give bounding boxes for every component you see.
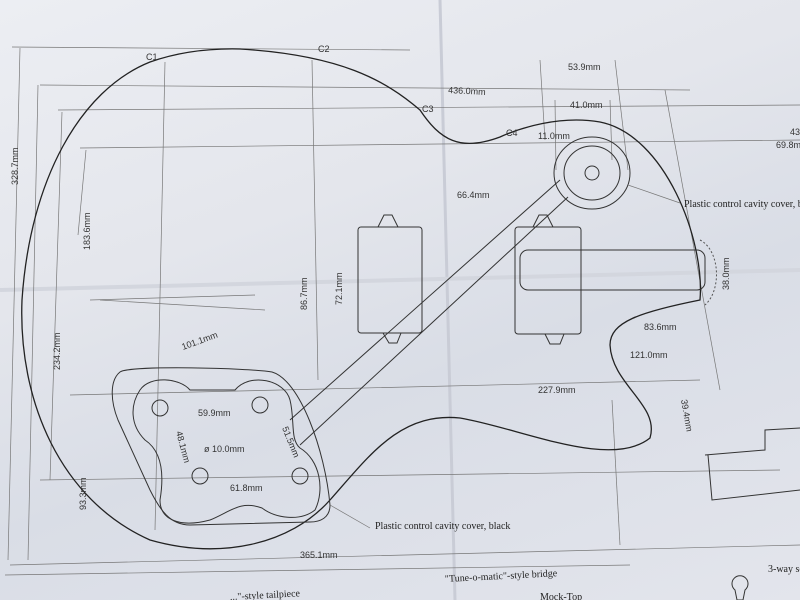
- upper-control-cavity: [553, 136, 681, 210]
- note-tailpiece: ..."-style tailpiece: [230, 588, 301, 600]
- note-bridge: "Tune-o-matic"-style bridge: [445, 568, 558, 585]
- body-outline: [21, 48, 702, 550]
- dim-365: 365.1mm: [300, 550, 338, 560]
- dim-11: 11.0mm: [538, 131, 570, 141]
- side-hardware: [704, 427, 800, 501]
- dim-234: 234.2mm: [52, 332, 62, 370]
- dim-39: 39.4mm: [679, 399, 694, 433]
- neck-pocket: [289, 179, 569, 446]
- paper-fold: [438, 0, 457, 600]
- dim-48: 48.1mm: [174, 430, 192, 464]
- dim-66: 66.4mm: [457, 190, 490, 200]
- label-c2: C2: [318, 44, 330, 54]
- dim-59: 59.9mm: [198, 408, 231, 418]
- dim-86: 86.7mm: [299, 277, 309, 310]
- dim-72: 72.1mm: [334, 272, 344, 305]
- dim-overall-length: 436.0mm: [448, 85, 486, 97]
- dim-hole-diameter: ø 10.0mm: [204, 444, 245, 454]
- dim-101: 101.1mm: [180, 330, 219, 352]
- dim-121: 121.0mm: [630, 350, 668, 360]
- dimension-lines: [4, 46, 800, 576]
- switch-knob-icon: [731, 575, 749, 600]
- paper-fold: [0, 268, 800, 292]
- dim-61: 61.8mm: [230, 483, 263, 493]
- dim-183: 183.6mm: [82, 212, 92, 250]
- label-c4: C4: [506, 128, 518, 138]
- dim-51: 51.5mm: [280, 425, 301, 459]
- lower-control-cavity: [111, 367, 371, 529]
- bridge-pickup: [514, 214, 717, 345]
- note-upper-cover: Plastic control cavity cover, black: [684, 199, 800, 210]
- label-c1: C1: [146, 52, 158, 62]
- dim-53: 53.9mm: [568, 62, 601, 72]
- note-switch: 3-way se: [768, 564, 800, 575]
- note-top: Mock-Top: [540, 592, 582, 600]
- dim-69: 69.8mm: [776, 140, 800, 150]
- neck-pickup: [357, 214, 423, 344]
- dim-227: 227.9mm: [538, 385, 576, 395]
- dim-43: 43: [790, 127, 800, 137]
- dim-38: 38.0mm: [721, 257, 731, 290]
- dim-93: 93.3mm: [78, 477, 88, 510]
- dim-body-height: 328.7mm: [10, 147, 20, 185]
- note-lower-cover: Plastic control cavity cover, black: [375, 521, 510, 532]
- dim-83: 83.6mm: [644, 322, 677, 332]
- dim-41: 41.0mm: [570, 100, 603, 110]
- label-c3: C3: [422, 104, 434, 114]
